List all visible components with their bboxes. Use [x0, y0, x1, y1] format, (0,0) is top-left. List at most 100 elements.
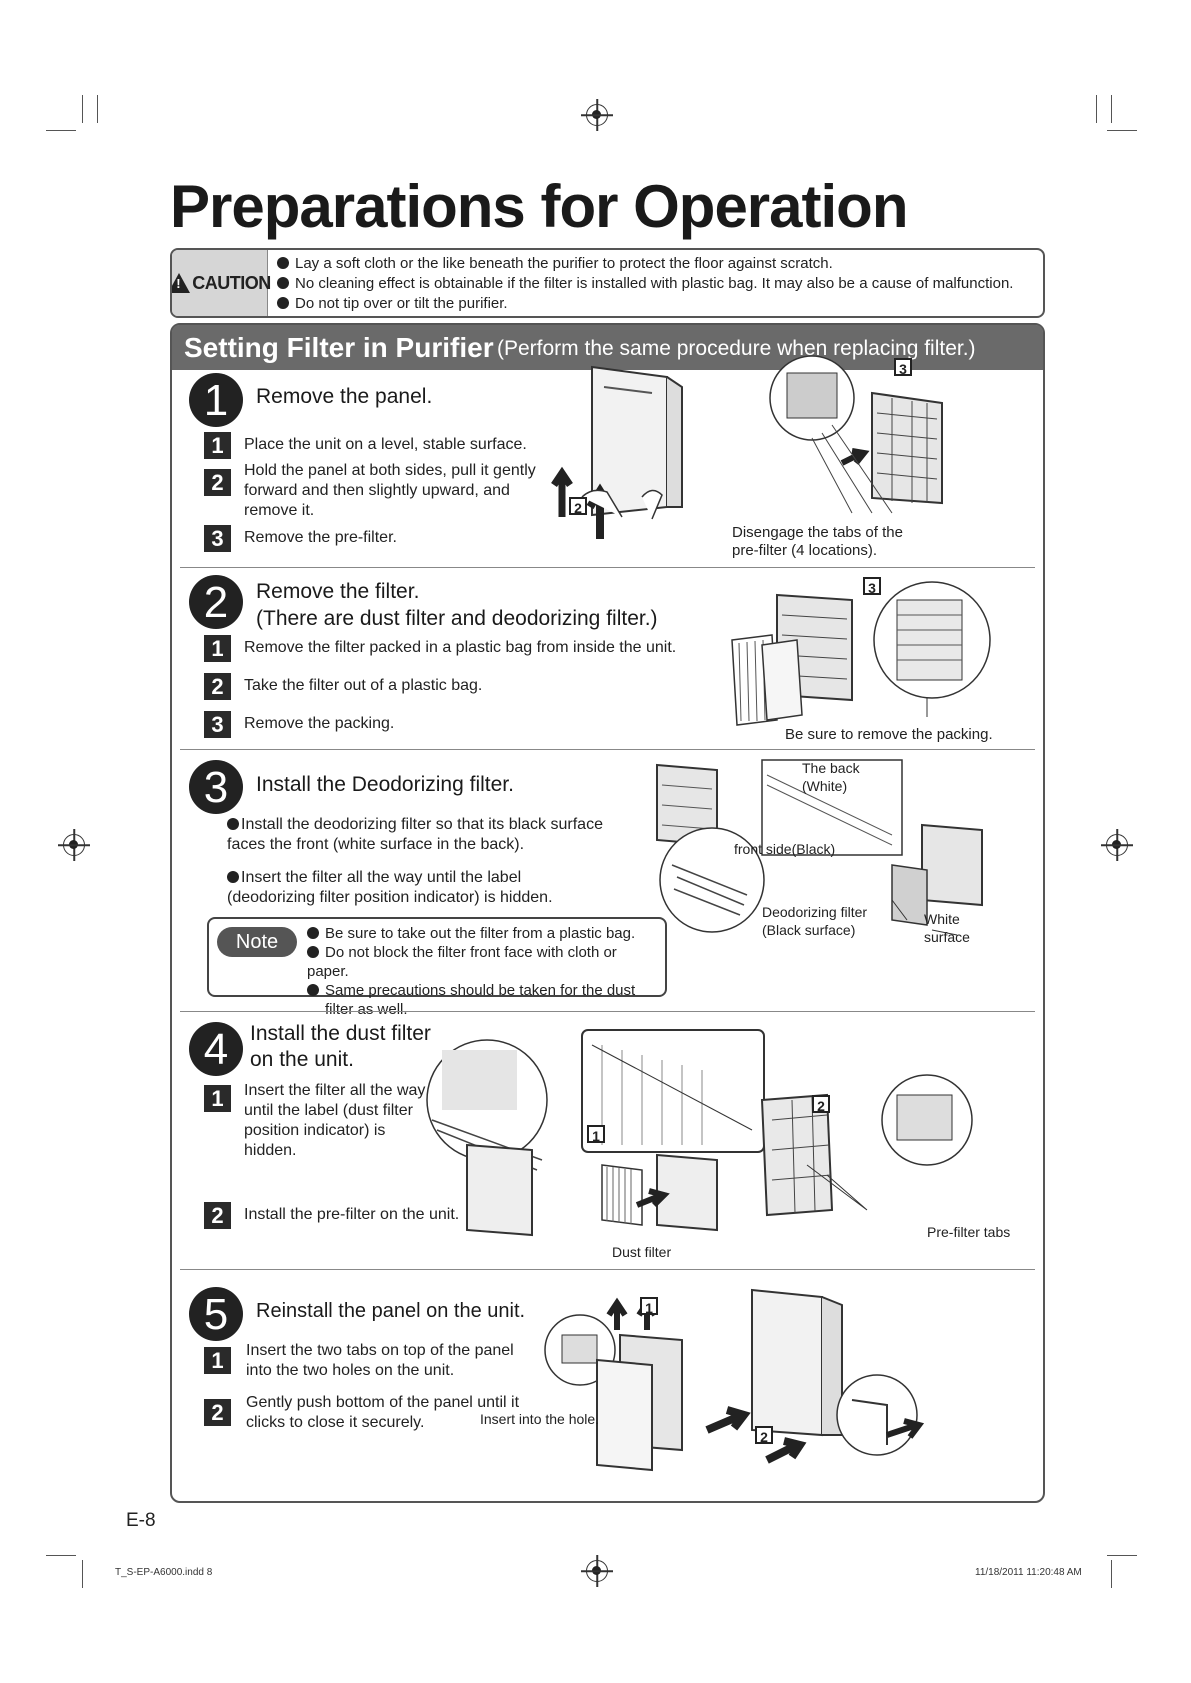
label-white-surface: White surface — [924, 910, 984, 946]
page-number: E-8 — [126, 1510, 156, 1532]
section-title: Setting Filter in Purifier — [184, 332, 494, 364]
substep-number: 1 — [204, 432, 231, 459]
note-label: Note — [217, 927, 297, 957]
crop-mark — [82, 95, 83, 123]
crop-mark — [1107, 130, 1137, 131]
callout-number: 2 — [755, 1426, 773, 1444]
substep-number: 1 — [204, 635, 231, 662]
step-number: 2 — [189, 575, 243, 629]
note-box: Note Be sure to take out the filter from… — [207, 917, 667, 997]
step-title: Remove the panel. — [256, 385, 432, 409]
registration-mark-icon — [1106, 834, 1128, 856]
bullet-icon — [227, 818, 239, 830]
step-divider — [180, 749, 1035, 750]
callout-number: 1 — [640, 1297, 658, 1315]
bullet-text: Insert the filter all the way until the … — [227, 869, 553, 906]
caution-item: No cleaning effect is obtainable if the … — [277, 274, 1037, 294]
step-number: 3 — [189, 760, 243, 814]
crop-mark — [1107, 1555, 1137, 1556]
bullet-item: Install the deodorizing filter so that i… — [227, 815, 622, 855]
substep-number: 3 — [204, 711, 231, 738]
note-text: Same precautions should be taken for the… — [325, 982, 635, 1018]
label-back-white: The back (White) — [802, 759, 882, 795]
label-front-black: front side(Black) — [734, 840, 884, 858]
step-title: Remove the filter. — [256, 580, 419, 604]
bullet-icon — [307, 946, 319, 958]
substep-number: 2 — [204, 673, 231, 700]
crop-mark — [1111, 1560, 1112, 1588]
substep-text: Hold the panel at both sides, pull it ge… — [244, 461, 539, 521]
crop-mark — [46, 130, 76, 131]
remove-panel-illustration — [552, 357, 702, 547]
step-subtitle: (There are dust filter and deodorizing f… — [256, 607, 658, 631]
callout-number: 2 — [569, 497, 587, 515]
label-dust-filter: Dust filter — [612, 1243, 692, 1261]
bullet-icon — [307, 927, 319, 939]
caution-item: Lay a soft cloth or the like beneath the… — [277, 254, 1037, 274]
substep-number: 2 — [204, 469, 231, 496]
substep-number: 2 — [204, 1202, 231, 1229]
caution-label: CAUTION — [172, 250, 268, 316]
crop-mark — [97, 95, 98, 123]
label-deodorizing-filter: Deodorizing filter (Black surface) — [762, 903, 887, 939]
footer-filename: T_S-EP-A6000.indd 8 — [115, 1567, 212, 1578]
page-title: Preparations for Operation — [170, 172, 907, 241]
crop-mark — [1111, 95, 1112, 123]
substep-text: Insert the filter all the way until the … — [244, 1081, 434, 1161]
dust-filter-illustration — [427, 1025, 1047, 1245]
callout-number: 3 — [863, 577, 881, 595]
warning-icon — [170, 273, 190, 293]
callout-number: 3 — [894, 358, 912, 376]
caution-label-text: CAUTION — [192, 273, 271, 294]
substep-text: Insert the two tabs on top of the panel … — [246, 1341, 516, 1381]
caution-text: Lay a soft cloth or the like beneath the… — [295, 255, 833, 272]
note-text: Be sure to take out the filter from a pl… — [325, 925, 635, 942]
footer-timestamp: 11/18/2011 11:20:48 AM — [975, 1567, 1082, 1578]
illustration-caption: Be sure to remove the packing. — [785, 726, 1045, 744]
bullet-icon — [227, 871, 239, 883]
substep-text: Place the unit on a level, stable surfac… — [244, 435, 544, 455]
registration-mark-icon — [586, 1560, 608, 1582]
illustration-caption: Disengage the tabs of the pre-filter (4 … — [732, 524, 922, 560]
registration-mark-icon — [63, 834, 85, 856]
caution-item: Do not tip over or tilt the purifier. — [277, 294, 1037, 314]
step-number: 5 — [189, 1287, 243, 1341]
bullet-icon — [277, 277, 289, 289]
bullet-item: Insert the filter all the way until the … — [227, 868, 607, 908]
substep-text: Remove the pre-filter. — [244, 528, 544, 548]
bullet-text: Install the deodorizing filter so that i… — [227, 816, 603, 853]
callout-number: 1 — [587, 1125, 605, 1143]
remove-filter-illustration — [727, 575, 987, 735]
substep-text: Remove the filter packed in a plastic ba… — [244, 638, 704, 658]
note-item: Do not block the filter front face with … — [307, 943, 661, 981]
step-divider — [180, 1011, 1035, 1012]
step-title: Reinstall the panel on the unit. — [256, 1300, 525, 1323]
crop-mark — [46, 1555, 76, 1556]
caution-box: CAUTION Lay a soft cloth or the like ben… — [170, 248, 1045, 318]
note-list: Be sure to take out the filter from a pl… — [307, 924, 661, 1019]
label-prefilter-tabs: Pre-filter tabs — [927, 1223, 1027, 1241]
step-number: 4 — [189, 1022, 243, 1076]
note-text: Do not block the filter front face with … — [307, 944, 617, 980]
bullet-icon — [307, 984, 319, 996]
substep-text: Take the filter out of a plastic bag. — [244, 676, 544, 696]
registration-mark-icon — [586, 104, 608, 126]
crop-mark — [82, 1560, 83, 1588]
bullet-icon — [277, 257, 289, 269]
substep-number: 2 — [204, 1399, 231, 1426]
step-divider — [180, 567, 1035, 568]
callout-number: 2 — [812, 1095, 830, 1113]
step-divider — [180, 1269, 1035, 1270]
filter-instructions-panel: Setting Filter in Purifier (Perform the … — [170, 323, 1045, 1503]
substep-number: 3 — [204, 525, 231, 552]
label-insert-into-hole: Insert into the hole. — [480, 1410, 620, 1428]
reinstall-panel-illustration — [542, 1285, 1042, 1485]
step-title: Install the Deodorizing filter. — [256, 773, 514, 797]
caution-text: No cleaning effect is obtainable if the … — [295, 275, 1013, 292]
step-number: 1 — [189, 373, 243, 427]
crop-mark — [1096, 95, 1097, 123]
substep-number: 1 — [204, 1085, 231, 1112]
bullet-icon — [277, 297, 289, 309]
caution-list: Lay a soft cloth or the like beneath the… — [277, 254, 1037, 314]
prefilter-tabs-illustration — [762, 353, 972, 513]
